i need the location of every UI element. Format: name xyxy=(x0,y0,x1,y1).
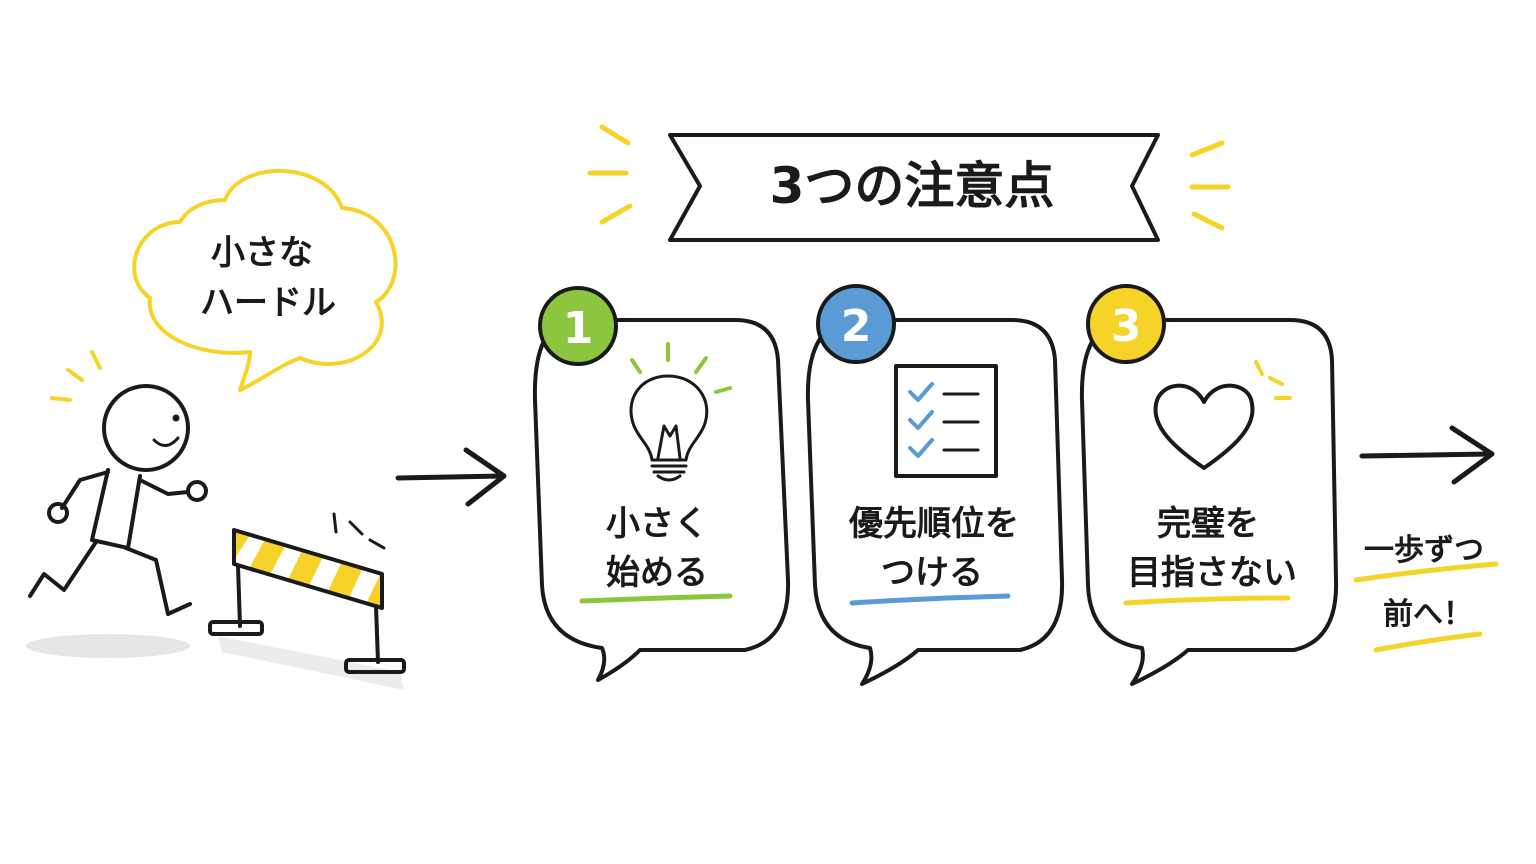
page-title: 3つの注意点 xyxy=(770,157,1055,215)
lightbulb-icon xyxy=(629,342,732,482)
hurdle-illustration xyxy=(208,512,406,690)
step-2-number-badge xyxy=(816,284,896,364)
person-head xyxy=(102,384,190,472)
step-3-line-2: 目指さない xyxy=(1127,553,1297,593)
hurdle-foot-left xyxy=(208,620,264,636)
hurdle-foot-right xyxy=(344,658,406,674)
step-2-underline xyxy=(849,593,1011,606)
head-sparkle xyxy=(50,350,102,402)
running-person-illustration xyxy=(26,350,208,658)
person-hand-front xyxy=(186,480,208,502)
person-arm-back xyxy=(60,470,110,510)
person-leg-front xyxy=(124,546,192,616)
step-1-underline xyxy=(579,593,733,604)
closing-message: 一歩ずつ 前へ！ xyxy=(1353,533,1499,653)
hurdle-thought-bubble: 小さな ハードル xyxy=(132,169,398,392)
heart-icon xyxy=(1153,360,1292,470)
step-3-underline xyxy=(1123,595,1291,606)
closing-underline-2 xyxy=(1373,631,1483,653)
checklist-icon xyxy=(894,364,998,478)
title-banner: 3つの注意点 xyxy=(587,124,1231,242)
step-3-line-1: 完璧を xyxy=(1157,504,1259,544)
hurdle-bubble-line-2: ハードル xyxy=(200,283,336,323)
step-card-3: 3 完璧を 目指さない xyxy=(1079,284,1339,686)
step-3-speech-bubble xyxy=(1079,318,1339,686)
closing-line-1: 一歩ずつ xyxy=(1364,533,1484,568)
step-2-number: 2 xyxy=(841,301,872,352)
ground-shadow xyxy=(26,634,190,658)
title-ribbon xyxy=(668,133,1160,242)
step-2-line-2: つける xyxy=(881,553,983,593)
hurdle-bubble-line-1: 小さな xyxy=(211,233,313,273)
title-sparkle-left xyxy=(587,124,633,225)
hurdle-ground-shadow xyxy=(218,636,404,690)
hurdle-post-right xyxy=(374,604,380,664)
step-1-speech-bubble xyxy=(532,318,791,682)
step-1-line-1: 小さく xyxy=(606,504,708,544)
person-smile xyxy=(152,436,180,447)
hurdle-sparkle xyxy=(332,512,386,550)
step-card-1: 1 小さく 始める xyxy=(532,286,791,682)
title-sparkle-right xyxy=(1189,140,1231,231)
arrow-to-steps xyxy=(395,447,507,507)
step-1-number: 1 xyxy=(563,303,594,354)
step-2-line-1: 優先順位を xyxy=(848,504,1019,544)
step-1-number-badge xyxy=(538,286,618,366)
arrow-forward xyxy=(1359,425,1495,485)
hurdle-bar-outline xyxy=(232,528,384,610)
person-arm-front xyxy=(138,478,190,496)
closing-underline-1 xyxy=(1353,561,1499,583)
step-1-line-2: 始める xyxy=(606,553,708,593)
closing-line-2: 前へ！ xyxy=(1383,597,1473,632)
person-eye xyxy=(172,414,180,422)
person-torso xyxy=(90,468,142,550)
step-2-speech-bubble xyxy=(805,318,1065,686)
step-3-number: 3 xyxy=(1111,301,1142,352)
person-leg-back xyxy=(28,540,98,598)
step-card-2: 2 優先順位を つける xyxy=(805,284,1065,686)
person-hand-back xyxy=(47,502,69,524)
thought-cloud-shape xyxy=(132,169,398,392)
hurdle-post-left xyxy=(236,564,242,628)
step-3-number-badge xyxy=(1086,284,1166,364)
